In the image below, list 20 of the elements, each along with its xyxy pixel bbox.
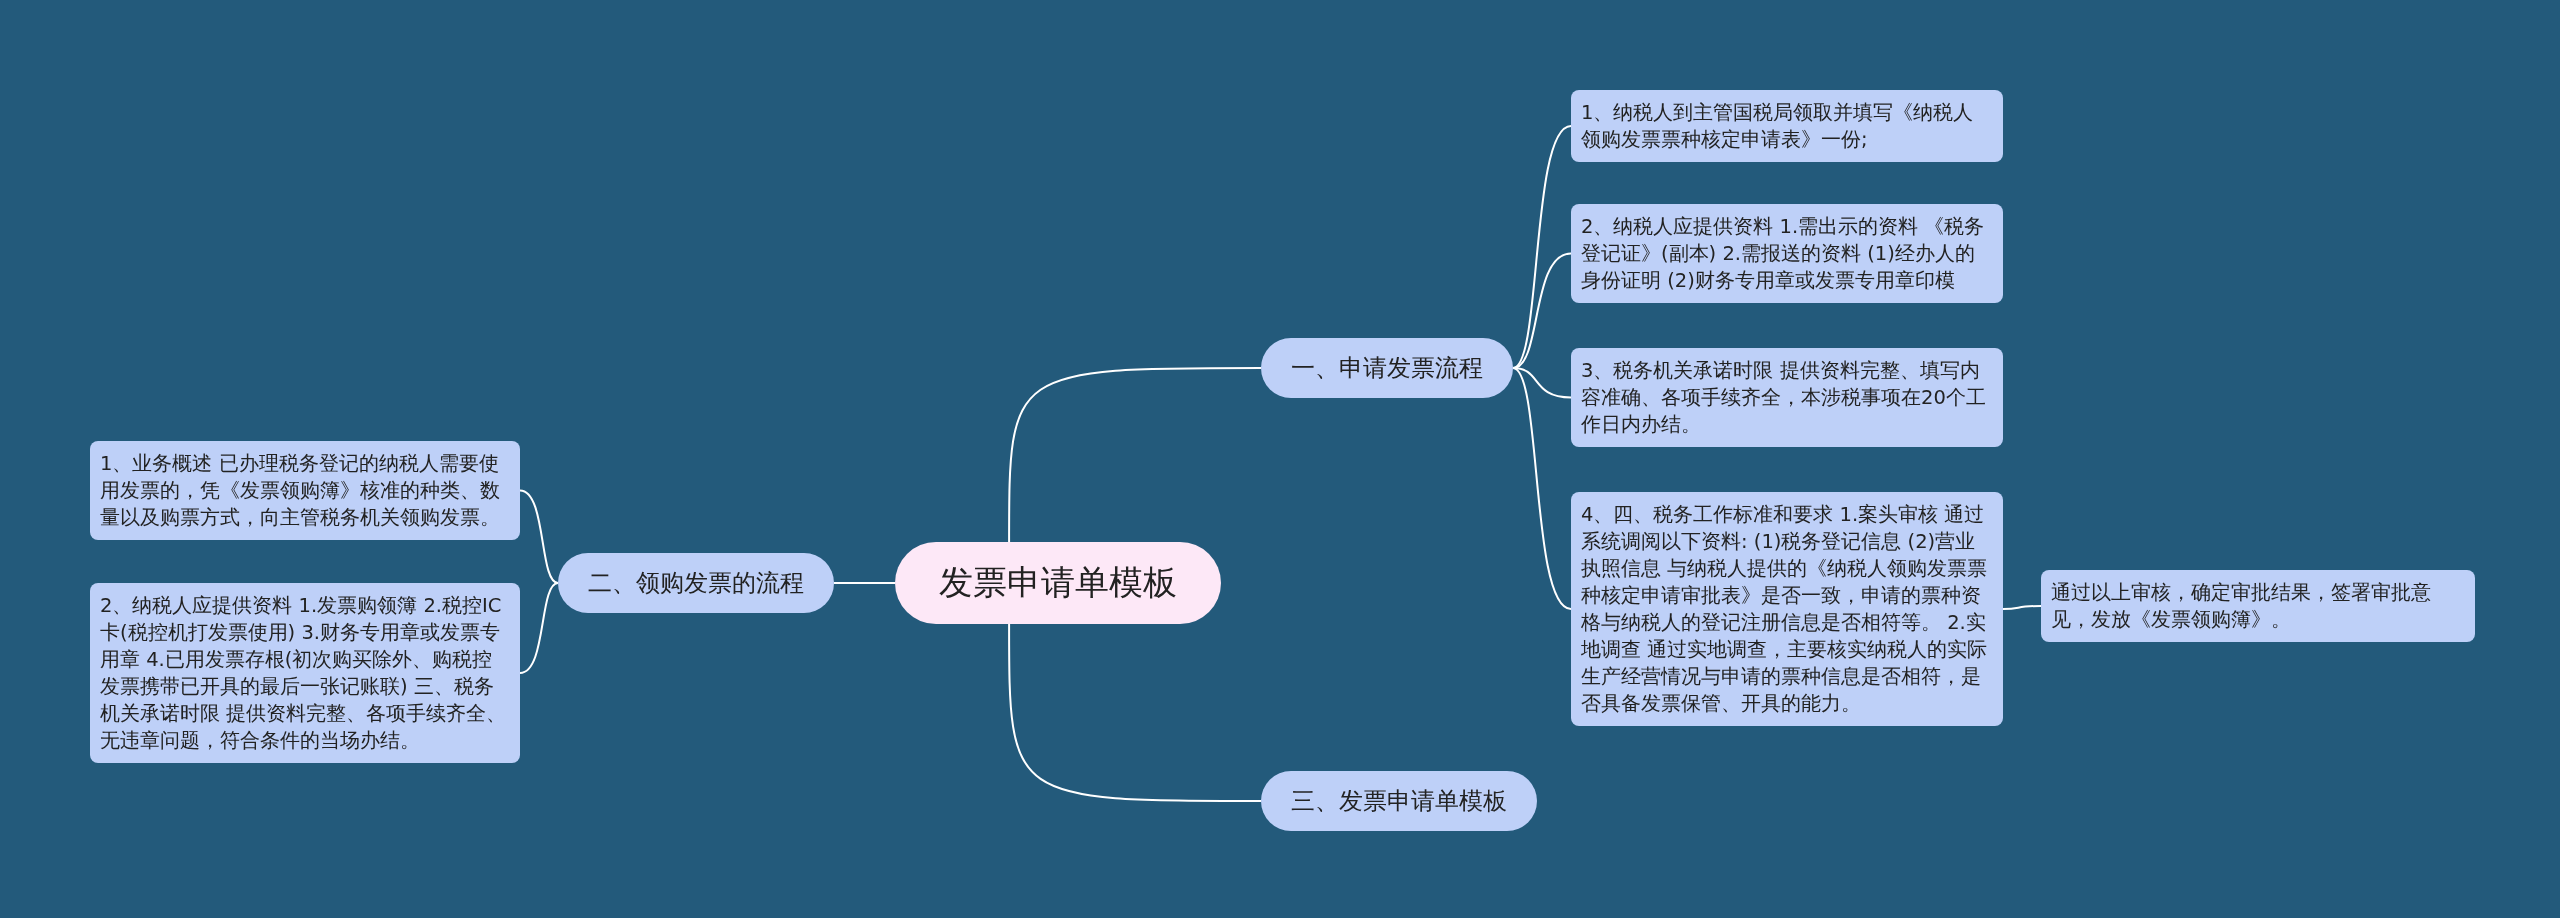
subtopic-card: 2、纳税人应提供资料 1.需出示的资料 《税务登记证》(副本) 2.需报送的资料 (1)经办人的身份证明 (2)财务专用章或发票专用章印模 <box>1571 204 2003 303</box>
connector-line <box>1512 367 1572 610</box>
branch-topic: 二、领购发票的流程 <box>558 553 834 613</box>
connector-line <box>1008 623 1262 802</box>
connector-line <box>519 582 559 674</box>
subtopic-card: 4、四、税务工作标准和要求 1.案头审核 通过系统调阅以下资料: (1)税务登记信息 (2)营业执照信息 与纳税人提供的《纳税人领购发票票种核定申请审批表》是否一致，申请的票种资格与纳税人的登记注册信息是否相符等。 2.实地调查 通过实地调查，主要核实纳税人的实际生产经营情况与申请的票种信息是否相符，是否具备发票保管、开具的能力。 <box>1571 492 2003 726</box>
connector-line <box>2002 605 2042 610</box>
central-topic: 发票申请单模板 <box>895 542 1221 624</box>
subtopic-card: 3、税务机关承诺时限 提供资料完整、填写内容准确、各项手续齐全，本涉税事项在20个工作日内办结。 <box>1571 348 2003 447</box>
connector-line <box>1512 252 1572 369</box>
connector-line <box>1008 367 1262 543</box>
branch-topic: 三、发票申请单模板 <box>1261 771 1537 831</box>
connector-line <box>519 489 559 584</box>
subtopic-card: 2、纳税人应提供资料 1.发票购领簿 2.税控IC卡(税控机打发票使用) 3.财务专用章或发票专用章 4.已用发票存根(初次购买除外、购税控发票携带已开具的最后一张记账联) 三、税务机关承诺时限 提供资料完整、各项手续齐全、无违章问题，符合条件的当场办结。 <box>90 583 520 763</box>
subtopic-card: 1、纳税人到主管国税局领取并填写《纳税人领购发票票种核定申请表》一份; <box>1571 90 2003 162</box>
connector-line <box>833 582 896 584</box>
subtopic-card: 通过以上审核，确定审批结果，签署审批意见，发放《发票领购簿》。 <box>2041 570 2475 642</box>
subtopic-card: 1、业务概述 已办理税务登记的纳税人需要使用发票的，凭《发票领购簿》核准的种类、数量以及购票方式，向主管税务机关领购发票。 <box>90 441 520 540</box>
connector-line <box>1512 367 1572 399</box>
branch-topic: 一、申请发票流程 <box>1261 338 1513 398</box>
